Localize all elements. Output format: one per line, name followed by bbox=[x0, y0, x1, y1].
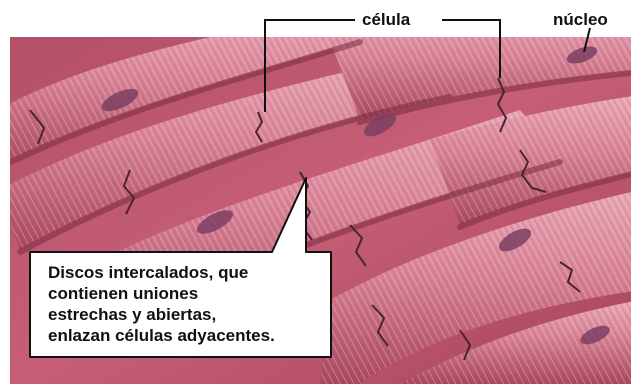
callout-line: Discos intercalados, que bbox=[48, 262, 318, 283]
callout-line: enlazan células adyacentes. bbox=[48, 325, 318, 346]
callout-line: estrechas y abiertas, bbox=[48, 304, 318, 325]
nucleus-label: núcleo bbox=[553, 11, 608, 28]
callout-line: contienen uniones bbox=[48, 283, 318, 304]
callout-text: Discos intercalados, que contienen union… bbox=[48, 262, 318, 346]
cell-label: célula bbox=[362, 11, 410, 28]
